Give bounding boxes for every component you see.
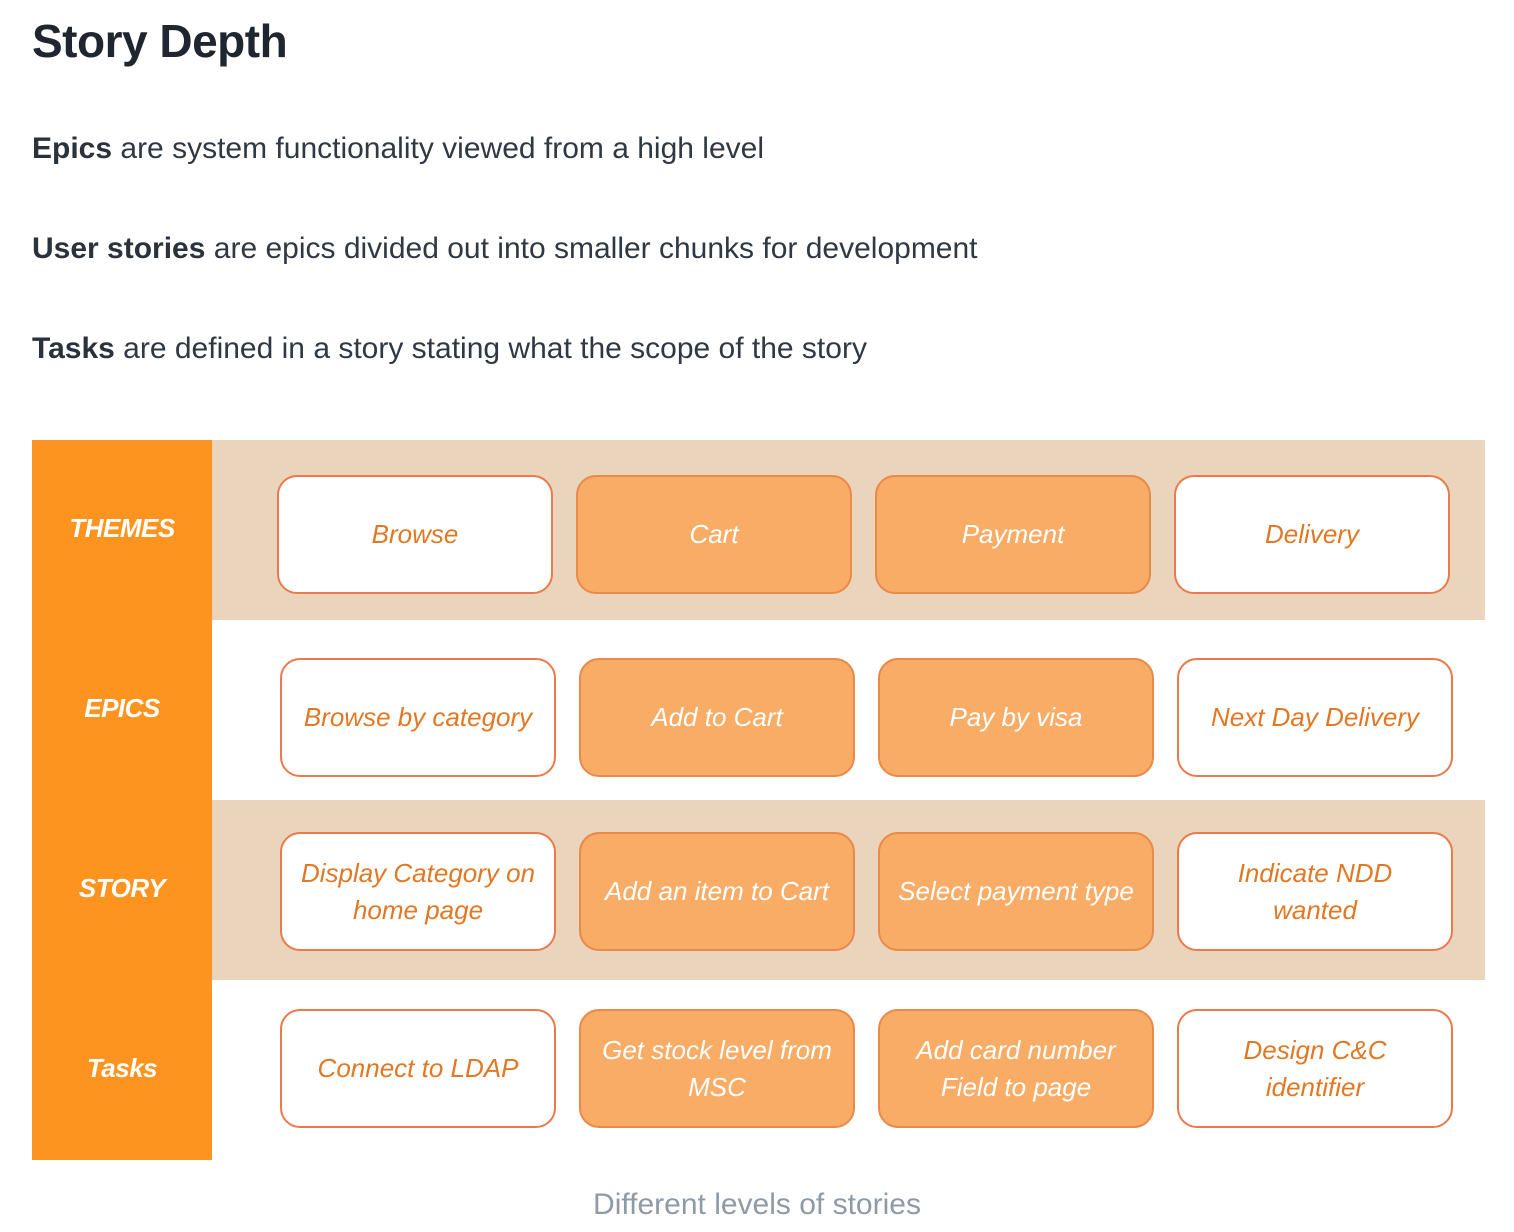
level-label-epics: EPICS [84,693,160,723]
theme-card-cart: Cart [576,475,852,594]
task-card-add-card-number: Add card number Field to page [878,1009,1154,1128]
epic-card-browse-by-category: Browse by category [280,658,556,777]
user-stories-definition: User stories are epics divided out into … [32,231,978,267]
level-label-themes: THEMES [69,513,175,543]
level-label-story: STORY [78,873,166,903]
story-card-display-category: Display Category on home page [280,832,556,951]
level-label-tasks: Tasks [86,1053,158,1083]
story-card-select-payment: Select payment type [878,832,1154,951]
epics-definition: Epics are system functionality viewed fr… [32,131,764,167]
tasks-description: are defined in a story stating what the … [114,332,867,365]
theme-card-delivery: Delivery [1174,475,1450,594]
tasks-definition: Tasks are defined in a story stating wha… [32,331,867,367]
epics-term: Epics [32,132,113,165]
epic-card-add-to-cart: Add to Cart [579,658,855,777]
user-stories-description: are epics divided out into smaller chunk… [205,232,978,265]
story-card-add-item: Add an item to Cart [579,832,855,951]
story-depth-diagram: THEMES EPICS STORY Tasks Browse Cart Pay… [32,440,1485,1160]
task-card-get-stock-level: Get stock level from MSC [579,1009,855,1128]
theme-card-browse: Browse [277,475,553,594]
tasks-term: Tasks [32,332,115,365]
diagram-caption: Different levels of stories [593,1188,921,1221]
theme-card-payment: Payment [875,475,1151,594]
story-card-indicate-ndd: Indicate NDD wanted [1177,832,1453,951]
epic-card-next-day-delivery: Next Day Delivery [1177,658,1453,777]
task-card-connect-ldap: Connect to LDAP [280,1009,556,1128]
task-card-design-identifier: Design C&C identifier [1177,1009,1453,1128]
epics-description: are system functionality viewed from a h… [112,132,765,165]
user-stories-term: User stories [32,232,206,265]
page-title: Story Depth [32,15,288,67]
level-column: THEMES EPICS STORY Tasks [32,440,212,1160]
epic-card-pay-by-visa: Pay by visa [878,658,1154,777]
